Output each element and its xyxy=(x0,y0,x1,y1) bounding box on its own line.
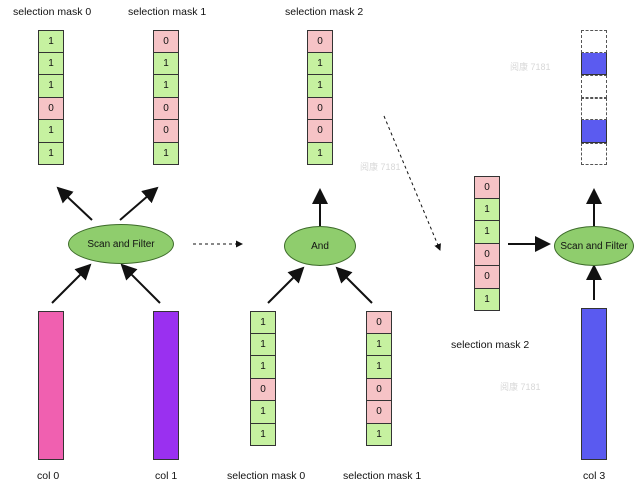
mask-cell: 1 xyxy=(38,52,64,75)
and-node: And xyxy=(284,226,356,266)
mask0-top: 1 1 1 0 1 1 xyxy=(38,30,64,165)
mask-cell: 0 xyxy=(366,378,392,401)
mask-cell: 1 xyxy=(38,30,64,53)
output-cell xyxy=(581,75,607,98)
label-col3: col 3 xyxy=(583,470,606,482)
watermark: 阅康 7181 xyxy=(510,62,551,72)
col3-output xyxy=(581,30,607,165)
label-col0: col 0 xyxy=(37,470,60,482)
output-cell xyxy=(581,30,607,53)
mask-cell: 1 xyxy=(38,75,64,98)
label-mask1-bottom: selection mask 1 xyxy=(343,470,422,482)
label-mask2-top: selection mask 2 xyxy=(285,6,364,18)
label-mask0-top: selection mask 0 xyxy=(13,6,92,18)
scan-filter-node-left: Scan and Filter xyxy=(68,224,174,264)
output-cell xyxy=(581,97,607,120)
mask-cell: 0 xyxy=(307,120,333,143)
mask2-mid: 0 1 1 0 0 1 xyxy=(474,176,500,311)
mask0-bottom: 1 1 1 0 1 1 xyxy=(250,311,276,446)
mask-cell: 1 xyxy=(366,333,392,356)
mask-cell: 0 xyxy=(474,266,500,289)
mask-cell: 1 xyxy=(250,401,276,424)
mask1-bottom: 0 1 1 0 0 1 xyxy=(366,311,392,446)
mask-cell: 0 xyxy=(250,378,276,401)
mask-cell: 1 xyxy=(38,142,64,165)
mask-cell: 1 xyxy=(307,75,333,98)
mask-cell: 0 xyxy=(153,120,179,143)
mask-cell: 0 xyxy=(153,30,179,53)
mask-cell: 1 xyxy=(250,423,276,446)
arrow-mask1-to-and xyxy=(335,266,373,304)
mask-cell: 0 xyxy=(38,97,64,120)
label-mask1-top: selection mask 1 xyxy=(128,6,207,18)
mask-cell: 1 xyxy=(153,75,179,98)
mask-cell: 1 xyxy=(38,120,64,143)
mask-cell: 1 xyxy=(153,52,179,75)
col1-bar xyxy=(153,311,179,460)
arrow-col0-to-scan xyxy=(51,263,92,304)
mask-cell: 0 xyxy=(366,311,392,334)
output-cell xyxy=(581,52,607,75)
mask-cell: 1 xyxy=(250,333,276,356)
mask-cell: 1 xyxy=(307,142,333,165)
arrow-col1-to-scan xyxy=(120,263,161,304)
watermark: 阅康 7181 xyxy=(500,382,541,392)
mask-cell: 1 xyxy=(366,356,392,379)
mask-cell: 0 xyxy=(307,30,333,53)
mask-cell: 0 xyxy=(307,97,333,120)
mask-cell: 1 xyxy=(474,288,500,311)
mask-cell: 0 xyxy=(474,243,500,266)
mask1-top: 0 1 1 0 0 1 xyxy=(153,30,179,165)
scan-filter-node-right: Scan and Filter xyxy=(554,226,634,266)
mask-cell: 0 xyxy=(153,97,179,120)
arrow-scan-to-mask1 xyxy=(119,186,159,221)
mask-cell: 1 xyxy=(307,52,333,75)
mask-cell: 1 xyxy=(366,423,392,446)
arrow-mask0-to-and xyxy=(267,266,305,304)
dashed-arrow-to-mask2-mid xyxy=(383,115,441,251)
mask-cell: 1 xyxy=(250,356,276,379)
col3-bar xyxy=(581,308,607,460)
mask-cell: 0 xyxy=(366,401,392,424)
col0-bar xyxy=(38,311,64,460)
mask-cell: 1 xyxy=(250,311,276,334)
watermark: 阅康 7181 xyxy=(360,162,401,172)
mask-cell: 1 xyxy=(474,198,500,221)
mask-cell: 1 xyxy=(153,142,179,165)
label-mask0-bottom: selection mask 0 xyxy=(227,470,306,482)
mask2-top: 0 1 1 0 0 1 xyxy=(307,30,333,165)
label-col1: col 1 xyxy=(155,470,178,482)
mask-cell: 1 xyxy=(474,221,500,244)
label-mask2-mid: selection mask 2 xyxy=(451,339,530,351)
output-cell xyxy=(581,120,607,143)
arrow-scan-to-mask0 xyxy=(56,186,93,221)
output-cell xyxy=(581,142,607,165)
mask-cell: 0 xyxy=(474,176,500,199)
